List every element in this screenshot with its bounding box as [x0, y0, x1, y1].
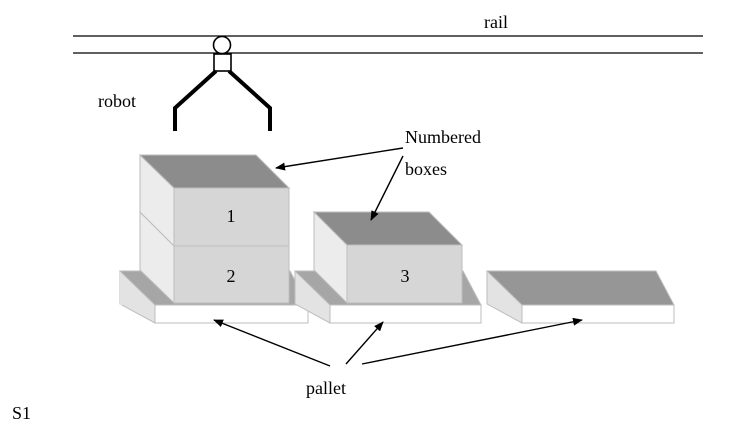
robot-label: robot — [98, 91, 136, 111]
box-1-label: 1 — [227, 206, 236, 226]
pallet-arrows — [213, 317, 583, 367]
box-1 — [138, 153, 291, 248]
numbered-boxes-label-line1: Numbered — [405, 127, 481, 147]
robot-gripper — [173, 35, 272, 131]
box-3 — [312, 210, 464, 305]
box-2-label: 2 — [227, 266, 236, 286]
numbered-boxes-label-line2: boxes — [405, 159, 447, 179]
pallet-3 — [485, 270, 675, 324]
box-2 — [139, 210, 290, 305]
box-3-label: 3 — [401, 266, 410, 286]
state-label: S1 — [12, 403, 31, 423]
rail-label: rail — [484, 12, 508, 32]
rail — [73, 35, 703, 54]
pallet-label: pallet — [306, 378, 346, 398]
boxes-arrows — [275, 147, 404, 221]
